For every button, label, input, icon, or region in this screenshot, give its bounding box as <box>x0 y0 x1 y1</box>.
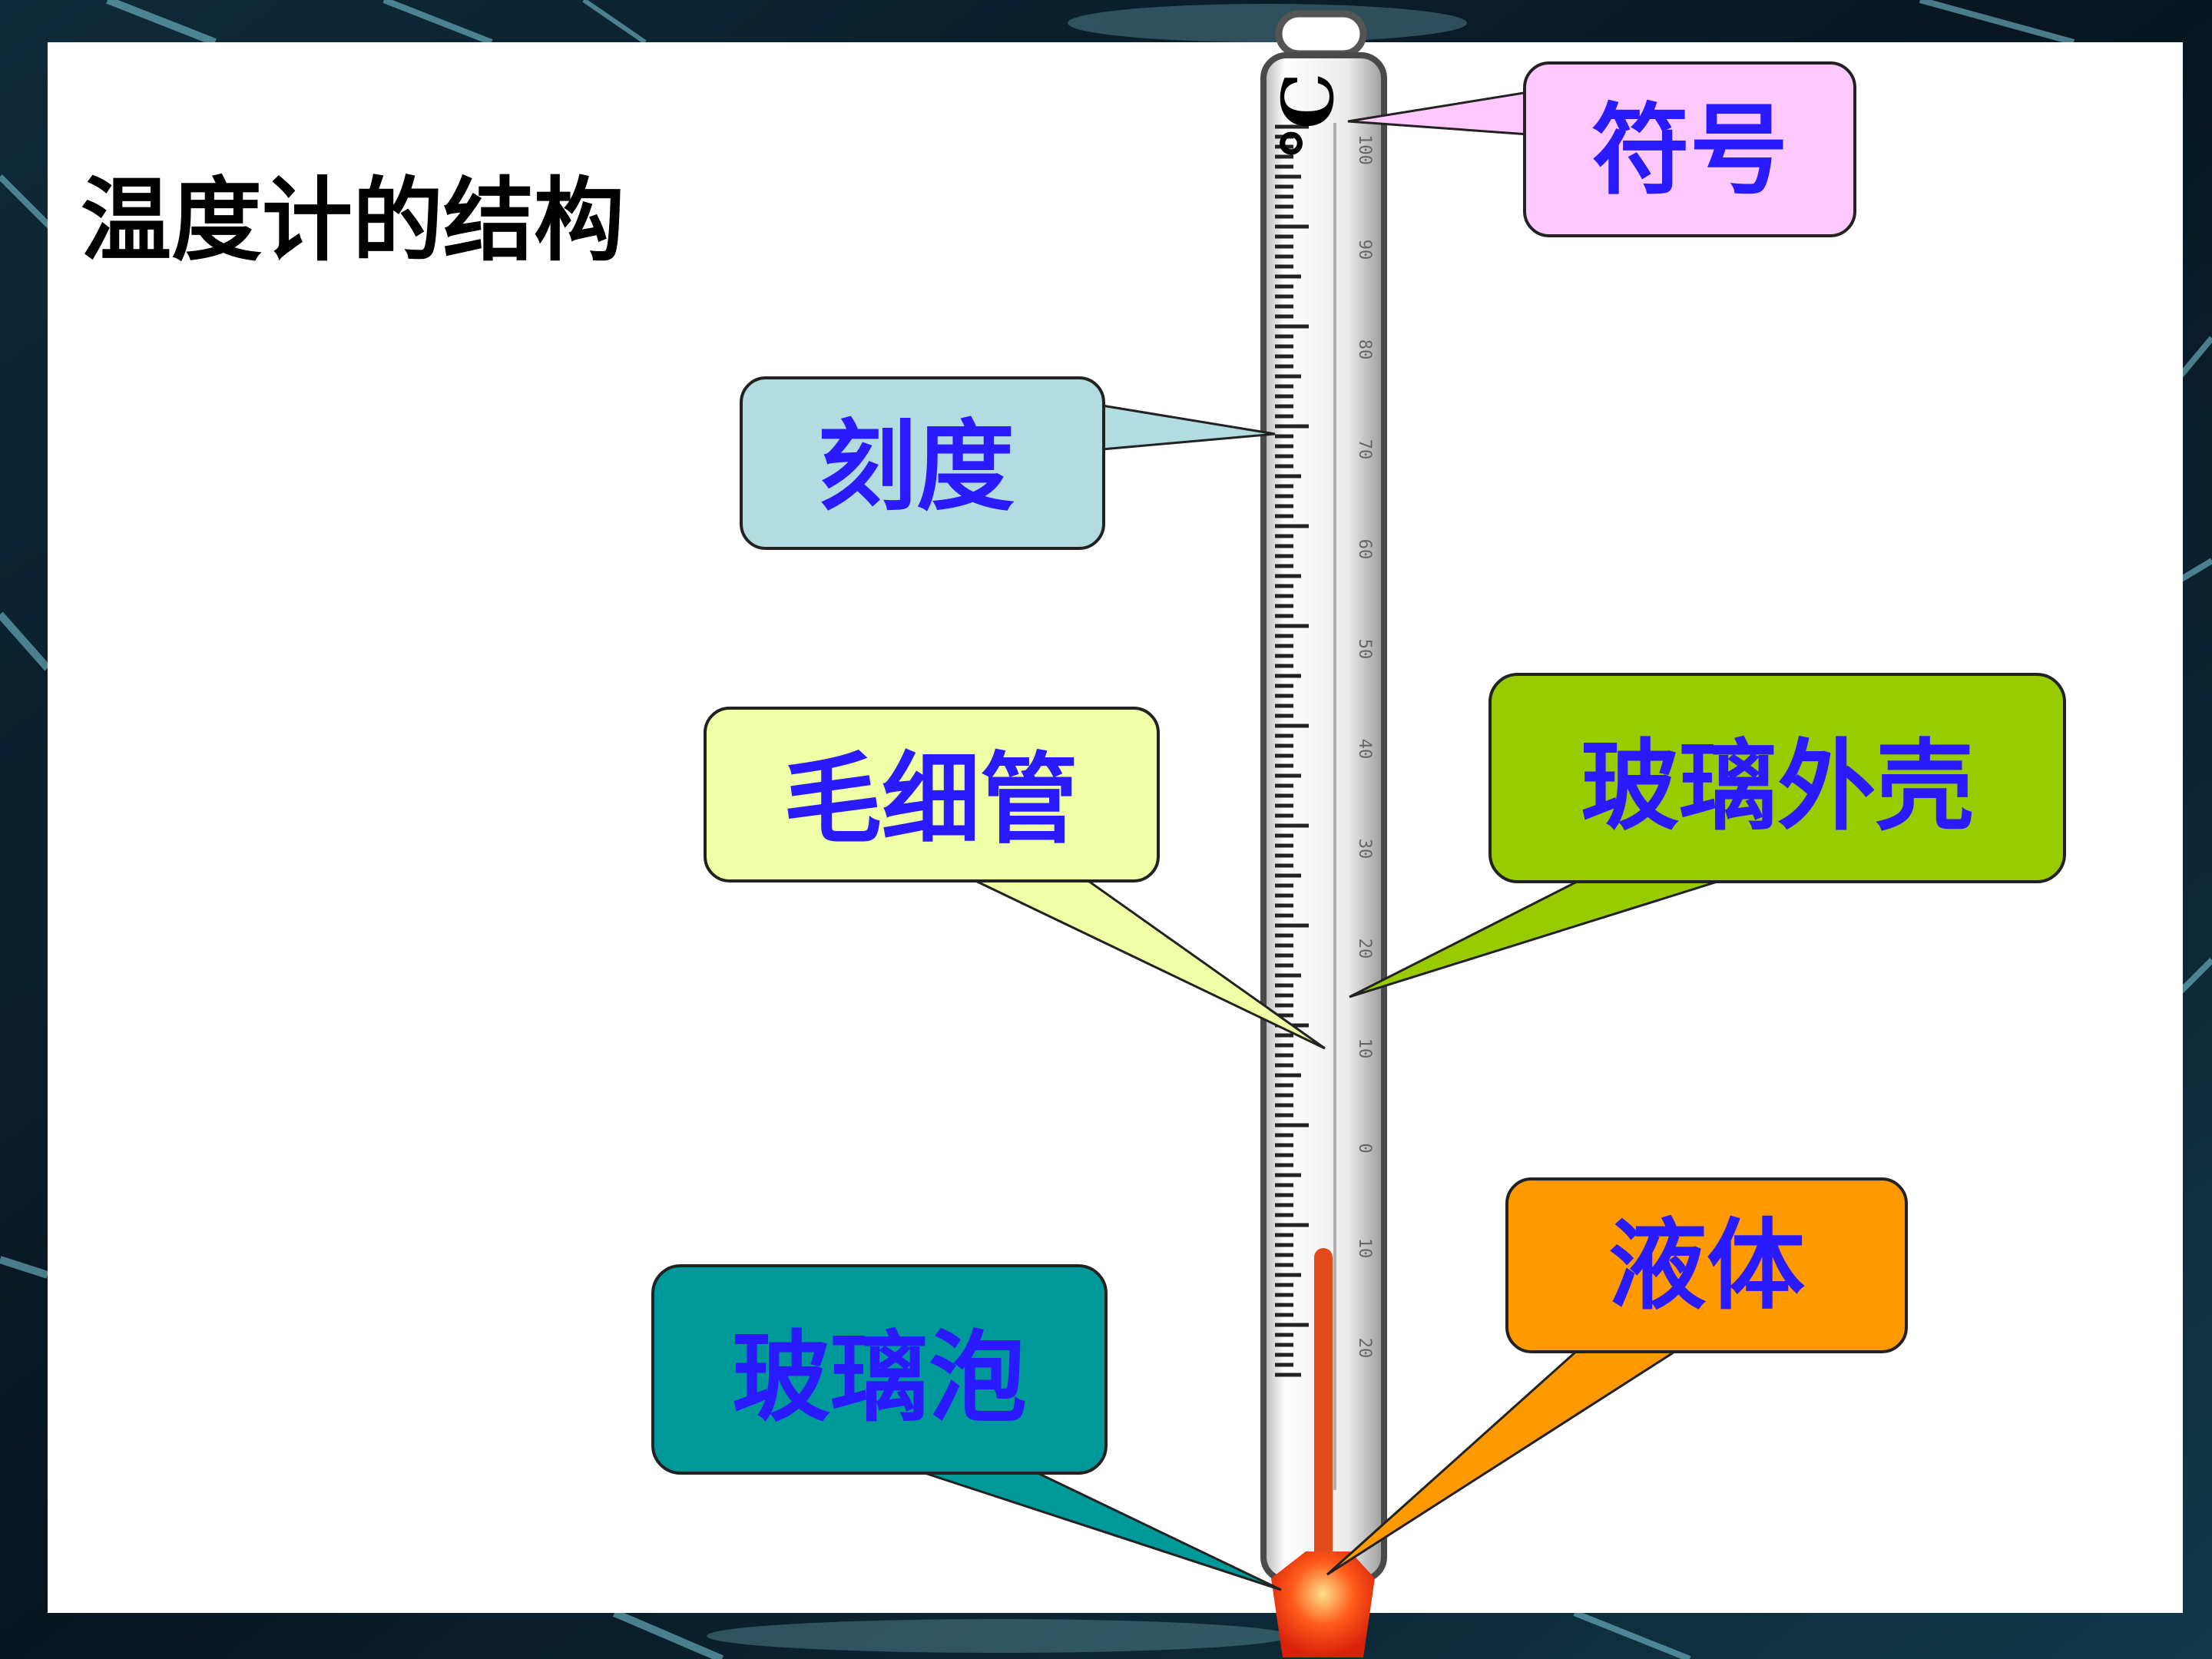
scale-label: 10 <box>1355 1038 1374 1059</box>
callout-liquid-box <box>1505 1177 1908 1353</box>
scale-label: 20 <box>1355 1338 1374 1359</box>
callout-liquid-label: 液体 <box>1608 1208 1805 1323</box>
callout-liquid: 液体 <box>1326 1177 1908 1576</box>
slide-title: 温度计的结构 <box>81 167 624 273</box>
callout-bulb-label: 玻璃泡 <box>732 1320 1027 1435</box>
callout-symbol: 符号 <box>1347 61 1856 237</box>
glass-bulb <box>1271 1551 1375 1657</box>
callout-scale: 刻度 <box>740 376 1276 550</box>
scale-label: 100 <box>1355 134 1374 165</box>
scale-label: 20 <box>1355 939 1374 959</box>
callout-scale-box <box>740 376 1105 550</box>
scale-label: 50 <box>1355 639 1374 660</box>
scale-label: 40 <box>1355 739 1374 760</box>
callout-bulb: 玻璃泡 <box>651 1264 1282 1591</box>
callout-scale-label: 刻度 <box>818 409 1015 525</box>
scale-label: 30 <box>1355 839 1374 859</box>
callout-capillary-box <box>704 707 1160 882</box>
liquid-column <box>1314 1248 1333 1575</box>
scale-label: 80 <box>1355 339 1374 360</box>
callout-capillary-label: 毛细管 <box>783 742 1078 857</box>
callout-capillary: 毛细管 <box>704 707 1326 1050</box>
scale-label: 90 <box>1355 240 1374 260</box>
callout-symbol-label: 符号 <box>1591 93 1788 208</box>
callout-glass-shell: 玻璃外壳 <box>1349 673 2066 998</box>
unit-symbol: ℃ <box>1267 73 1349 157</box>
scale-label: 60 <box>1355 539 1374 560</box>
scale-label: 0 <box>1355 1143 1374 1153</box>
scale-label: 70 <box>1355 439 1374 460</box>
callout-glass-shell-box <box>1488 673 2066 883</box>
callout-glass-shell-label: 玻璃外壳 <box>1581 729 1974 844</box>
callout-symbol-box <box>1523 61 1856 237</box>
scale-label: 10 <box>1355 1238 1374 1259</box>
callout-bulb-box <box>651 1264 1108 1475</box>
scale-ticks <box>1275 124 1309 1377</box>
hanging-ring <box>1275 10 1367 58</box>
